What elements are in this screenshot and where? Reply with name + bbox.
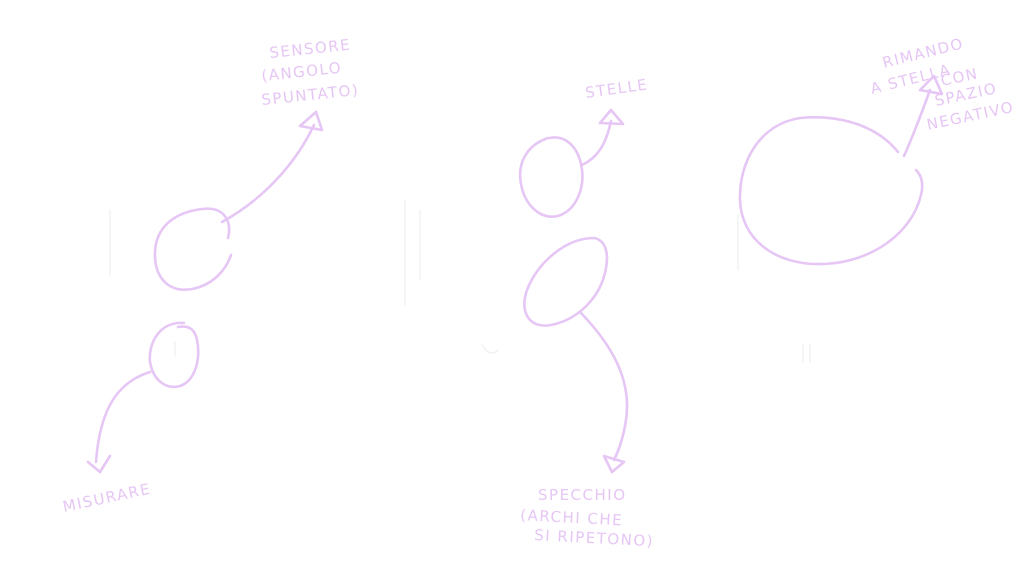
specchio-label-line-1: SPECCHIO [538,486,627,504]
mirror-shape [523,236,609,327]
measure-sketch: MISURARE [61,321,200,516]
sensore-label-line-3: SPUNTATO) [261,81,361,109]
star-sketch: STELLE [518,75,649,218]
star-arrow-line [580,119,613,167]
measure-arrow-line [94,370,152,464]
faint-traces [109,199,811,363]
negative-space-arrow-line [902,88,932,158]
sensor-shape [153,207,233,291]
sensor-arrow-head [298,110,324,132]
mirror-arrow-line [578,310,629,462]
specchio-label-line-3: SI RIPETONO) [534,526,655,550]
negative-space-arrow-head [918,74,944,96]
misurare-label: MISURARE [61,480,153,516]
sensore-label-line-2: (ANGOLO [261,59,343,85]
sensor-sketch: SENSORE (ANGOLO SPUNTATO) [153,36,361,291]
mirror-sketch: SPECCHIO (ARCHI CHE SI RIPETONO) [520,236,655,550]
measure-shape [148,321,200,389]
star-shape [518,136,584,218]
negative-space-shape [738,116,924,266]
mirror-arrow-head [602,454,626,474]
negative-space-star-sketch: RIMANDO A STELLA CON SPAZIO NEGATIVO [738,34,1016,266]
stelle-label: STELLE [584,75,649,102]
measure-arrow-head [86,454,112,474]
star-arrow-head [598,108,625,126]
sensor-arrow-line [220,123,316,224]
specchio-label-line-2: (ARCHI CHE [520,506,624,529]
